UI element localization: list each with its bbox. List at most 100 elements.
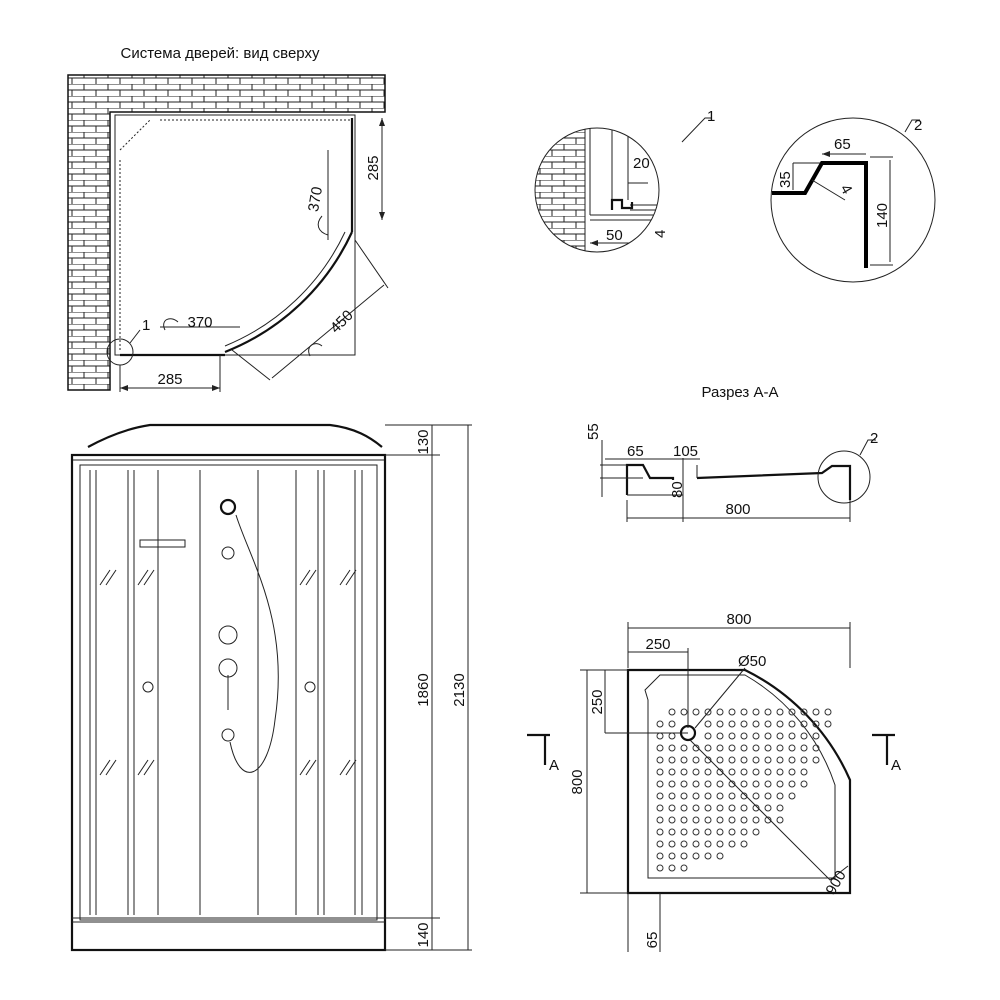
anti-slip-dot [704,708,712,716]
dim-55: 55 [585,423,602,440]
anti-slip-dot [824,708,832,716]
anti-slip-dot [680,708,688,716]
anti-slip-dot [692,816,700,824]
anti-slip-dot [680,756,688,764]
anti-slip-dot [740,720,748,728]
dim-65s: 65 [627,443,644,460]
door-handle-arc [163,318,179,331]
anti-slip-dot [680,804,688,812]
anti-slip-dot [764,720,772,728]
callout-leader [129,329,141,344]
dim-door-370-right: 370 [305,185,326,213]
callout-leader [904,119,920,133]
anti-slip-dot [668,744,676,752]
anti-slip-dot [680,864,688,872]
anti-slip-dot [800,756,808,764]
anti-slip-dot [656,852,664,860]
glass-frame [79,464,378,921]
tray-section-profile [625,463,852,500]
door-handle-arc [308,343,323,357]
sliding-door-arc [224,231,353,354]
dim-80: 80 [669,481,686,498]
roof [87,423,383,448]
anti-slip-dot [740,744,748,752]
dim-right-285: 285 [365,155,382,180]
dim-250-y: 250 [589,689,606,714]
dim-140f: 140 [415,922,432,947]
dim-lines [385,424,472,951]
anti-slip-dot [656,840,664,848]
anti-slip-dot [728,708,736,716]
dim-door-370-bottom: 370 [187,314,212,331]
anti-slip-dot [692,840,700,848]
anti-slip-dot [776,804,784,812]
anti-slip-dot [740,732,748,740]
anti-slip-dot [728,720,736,728]
anti-slip-dot [776,708,784,716]
anti-slip-dot [656,756,664,764]
anti-slip-dot [752,828,760,836]
anti-slip-dot [716,792,724,800]
anti-slip-dot [752,708,760,716]
anti-slip-dot [668,840,676,848]
detail-2: 2 65 35 4 140 [770,117,936,283]
section-mark-left: A [549,757,559,774]
anti-slip-dot [740,840,748,848]
control-knob [218,625,238,645]
anti-slip-dot [764,744,772,752]
anti-slip-dot [716,780,724,788]
dim-20: 20 [633,155,650,172]
dim-lines [792,154,893,266]
detail-2-marker [817,450,871,504]
anti-slip-dot [728,840,736,848]
anti-slip-dot [668,768,676,776]
anti-slip-dot [740,816,748,824]
anti-slip-dot [788,732,796,740]
anti-slip-dot [680,828,688,836]
anti-slip-dot [704,744,712,752]
anti-slip-dot [764,732,772,740]
anti-slip-dot [752,816,760,824]
tray-anti-slip-dots [656,708,832,872]
anti-slip-dot [704,840,712,848]
nozzle [221,546,235,560]
anti-slip-dot [692,828,700,836]
anti-slip-dot [740,828,748,836]
anti-slip-dot [692,744,700,752]
anti-slip-dot [668,852,676,860]
anti-slip-dot [692,804,700,812]
anti-slip-dot [800,720,808,728]
anti-slip-dot [764,804,772,812]
dim-1860: 1860 [415,673,432,706]
anti-slip-dot [692,756,700,764]
dim-65-rim: 65 [644,932,661,949]
anti-slip-dot [800,744,808,752]
anti-slip-dot [752,792,760,800]
anti-slip-dot [680,840,688,848]
tray-rim-profile [772,161,868,268]
anti-slip-dot [716,816,724,824]
anti-slip-dot [692,792,700,800]
anti-slip-dot [788,768,796,776]
top-view: Система дверей: вид сверху 285 370 370 2… [67,45,389,392]
anti-slip-dot [728,768,736,776]
shelf [139,539,186,548]
anti-slip-dot [668,792,676,800]
anti-slip-dot [668,720,676,728]
anti-slip-dot [716,840,724,848]
anti-slip-dot [764,756,772,764]
dim-4b: 4 [837,182,856,198]
dim-35: 35 [777,171,794,188]
anti-slip-dot [704,780,712,788]
dim-lines [600,440,851,522]
anti-slip-dot [776,744,784,752]
anti-slip-dot [740,768,748,776]
dim-drain-dia: Ø50 [738,653,766,670]
anti-slip-dot [680,768,688,776]
door-arc-inner [224,231,346,347]
detail-1-marker [106,338,134,366]
anti-slip-dot [788,744,796,752]
anti-slip-dot [656,732,664,740]
anti-slip-dot [812,756,820,764]
